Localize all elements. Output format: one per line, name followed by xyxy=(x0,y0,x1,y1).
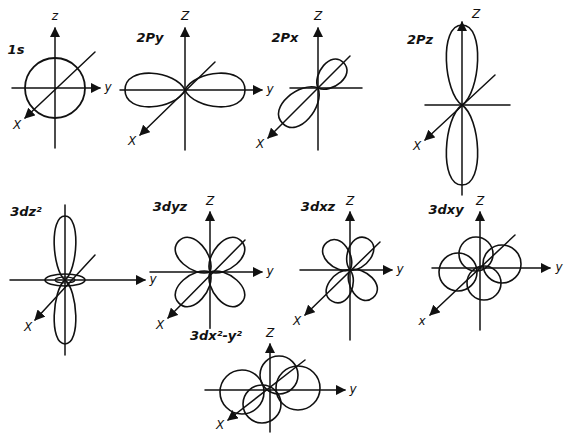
axis-label: Z xyxy=(205,195,215,208)
d-orbital xyxy=(205,344,345,432)
p-orbital xyxy=(425,22,510,195)
orbital-label: 3dyz xyxy=(152,200,188,214)
axis-line xyxy=(205,389,345,391)
orbital-label: 3dz² xyxy=(9,205,43,219)
axis-label: X xyxy=(215,419,225,432)
axis-line xyxy=(120,89,262,91)
axis-line xyxy=(290,87,362,89)
axis-line xyxy=(425,75,495,140)
axis-label: Z xyxy=(475,195,485,208)
axis-label: y xyxy=(148,273,157,286)
axis-label: X xyxy=(155,319,165,332)
axis-line xyxy=(150,271,262,273)
axis-label: Z xyxy=(313,10,323,23)
axis-line xyxy=(140,62,215,135)
axis-label: y xyxy=(265,83,274,96)
axis-line xyxy=(305,242,380,315)
axis-label: X xyxy=(292,315,302,328)
axis-line xyxy=(184,28,186,150)
axis-line xyxy=(461,22,463,195)
d-orbital xyxy=(300,212,392,340)
axis-line xyxy=(349,212,351,340)
axis-line xyxy=(300,269,392,271)
orbital-lobe xyxy=(260,356,298,394)
orbital-lobe xyxy=(220,370,264,414)
axis-label: z xyxy=(51,10,59,23)
axis-line xyxy=(268,56,350,138)
axis-label: y xyxy=(348,383,357,396)
orbital-label: 3dxz xyxy=(300,200,336,214)
orbital-label: 2Px xyxy=(271,31,300,45)
d-orbital xyxy=(150,212,262,340)
axis-line xyxy=(25,52,95,118)
axis-label: X xyxy=(412,140,422,153)
orbital-lobe xyxy=(483,245,521,283)
orbital-label: 3dx²-y² xyxy=(189,329,243,343)
axis-label: X xyxy=(23,321,33,334)
axis-label: X xyxy=(12,119,22,132)
axis-label: X xyxy=(255,138,265,151)
d-orbital xyxy=(430,212,550,330)
axis-line xyxy=(425,104,510,106)
axis-line xyxy=(228,360,305,420)
d-orbital xyxy=(10,205,145,355)
orbital-lobe xyxy=(467,266,501,300)
axis-line xyxy=(168,240,245,318)
axis-label: Z xyxy=(265,327,275,340)
axis-label: y xyxy=(265,265,274,278)
axis-label: x xyxy=(417,315,426,328)
orbital-lobe xyxy=(318,235,360,278)
axis-label: y xyxy=(554,261,563,274)
axis-label: Z xyxy=(180,10,190,23)
p-orbital xyxy=(268,28,362,150)
axis-line xyxy=(35,255,95,320)
axis-label: Z xyxy=(471,8,481,21)
orbital-label: 2Pz xyxy=(406,33,434,47)
axis-label: X xyxy=(127,135,137,148)
orbital-label: 1s xyxy=(7,43,26,57)
axis-line xyxy=(430,235,515,315)
axis-label: Z xyxy=(345,195,355,208)
axis-line xyxy=(479,212,481,330)
axis-line xyxy=(432,267,550,269)
p-orbital xyxy=(120,28,262,150)
axis-label: y xyxy=(103,81,112,94)
orbital-label: 2Py xyxy=(135,31,164,45)
orbital-label: 3dxy xyxy=(427,203,464,217)
axis-line xyxy=(10,279,145,281)
axis-label: y xyxy=(395,263,404,276)
